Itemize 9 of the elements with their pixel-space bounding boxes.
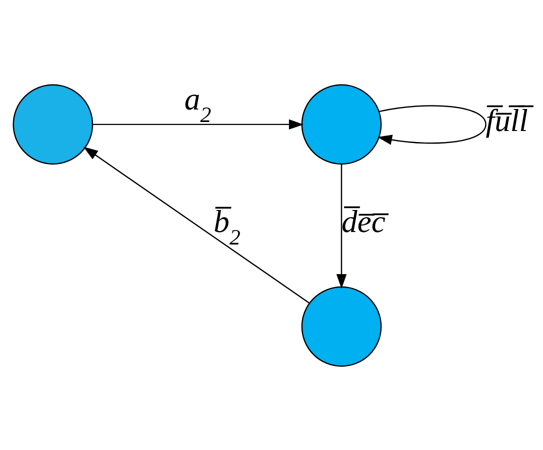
arrow <box>336 164 347 288</box>
edge-label: b̅$_{2}$ <box>214 203 240 249</box>
node-circle <box>301 286 382 366</box>
arrow <box>377 104 486 144</box>
edge-label: a$_{2}$ <box>184 81 212 127</box>
node-circle <box>301 84 382 164</box>
arrow <box>83 146 310 304</box>
arrow <box>93 118 304 130</box>
node-circle <box>12 84 94 164</box>
